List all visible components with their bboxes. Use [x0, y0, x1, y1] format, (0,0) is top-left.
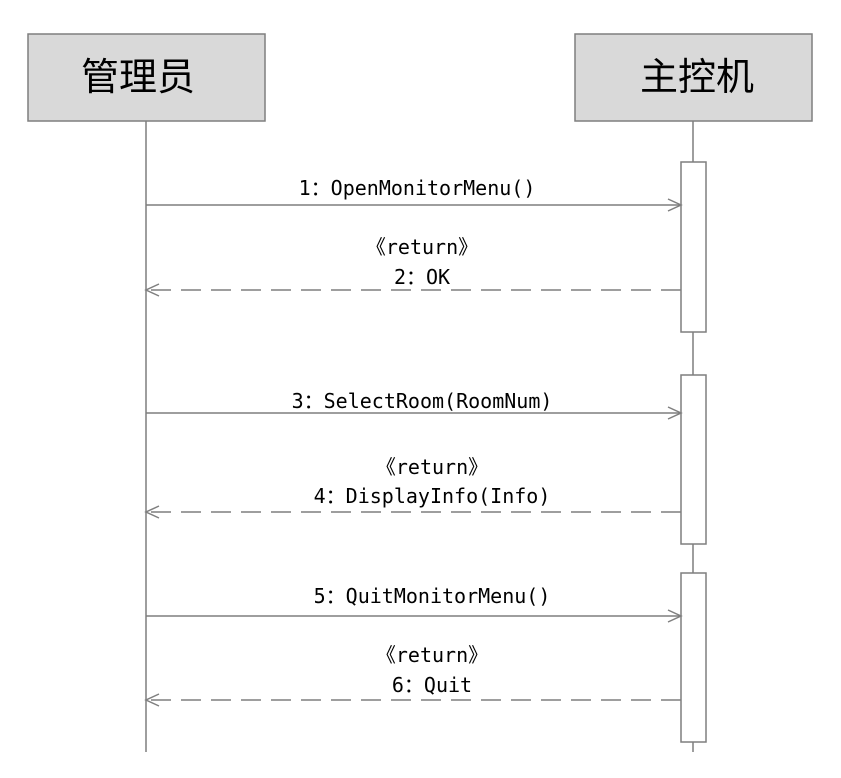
- message-label: 1：OpenMonitorMenu(): [299, 176, 536, 200]
- activation-bar: [680, 374, 707, 545]
- message-label: 2：OK: [394, 265, 450, 289]
- activation-bar: [680, 572, 707, 743]
- message-stereotype: 《return》: [376, 643, 488, 667]
- participant-host-box: [574, 33, 813, 122]
- participant-admin-label: 管理员: [81, 55, 195, 99]
- message-stereotype: 《return》: [366, 235, 478, 259]
- participant-host: 主控机: [574, 33, 813, 122]
- message-label: 6：Quit: [392, 673, 472, 697]
- message-label: 3：SelectRoom(RoomNum): [292, 389, 553, 413]
- message-label: 5：QuitMonitorMenu(): [314, 584, 551, 608]
- message-label: 4：DisplayInfo(Info): [314, 484, 551, 508]
- participant-admin: 管理员: [27, 33, 266, 122]
- participant-host-label: 主控机: [640, 55, 754, 99]
- message-stereotype: 《return》: [376, 455, 488, 479]
- activation-bar: [680, 161, 707, 333]
- participant-admin-box: [27, 33, 266, 122]
